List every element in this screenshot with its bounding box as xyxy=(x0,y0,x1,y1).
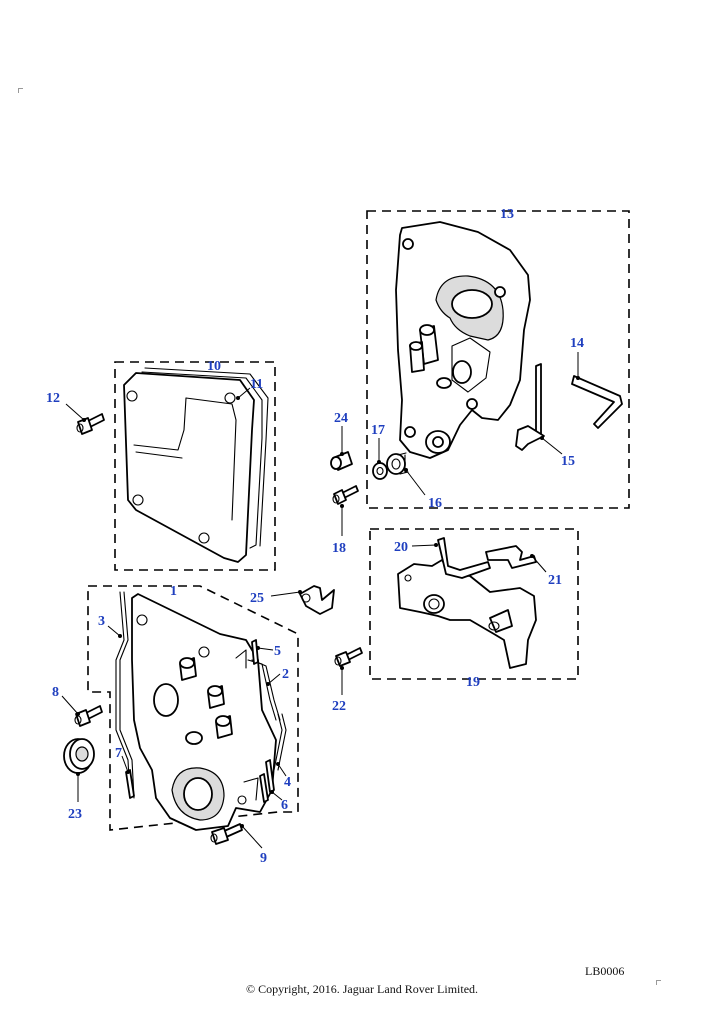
pin-part-15[interactable] xyxy=(515,363,545,451)
pulley-part-23[interactable] xyxy=(63,738,95,774)
callout-4: 4 xyxy=(284,775,291,790)
callout-16: 16 xyxy=(428,496,442,511)
callout-13: 13 xyxy=(500,207,514,222)
copyright-notice: © Copyright, 2016. Jaguar Land Rover Lim… xyxy=(245,982,479,996)
callout-10: 10 xyxy=(207,359,221,374)
timing-housing-part-13[interactable] xyxy=(395,221,531,459)
callout-23: 23 xyxy=(68,807,82,822)
callout-2: 2 xyxy=(282,667,289,682)
callout-8: 8 xyxy=(52,685,59,700)
clip-part-21[interactable] xyxy=(485,545,537,569)
leader-lines xyxy=(61,352,580,849)
crop-mark-top-left xyxy=(18,88,23,93)
plug-part-24[interactable] xyxy=(330,451,353,471)
callout-21: 21 xyxy=(548,573,562,588)
tab-part-25[interactable] xyxy=(299,585,335,615)
callout-labels: 1 2 3 4 5 6 7 8 9 10 11 12 13 14 15 16 1… xyxy=(46,207,584,866)
callout-6: 6 xyxy=(281,798,288,813)
gasket-part-11[interactable] xyxy=(141,367,269,549)
callout-17: 17 xyxy=(371,423,385,438)
seal-part-16[interactable] xyxy=(386,452,409,475)
callout-3: 3 xyxy=(98,614,105,629)
gasket-part-3[interactable] xyxy=(115,591,135,799)
seal-part-17[interactable] xyxy=(372,462,388,480)
callout-20: 20 xyxy=(394,540,408,555)
bolt-part-22[interactable] xyxy=(334,647,363,667)
cover-plate-part-10[interactable] xyxy=(123,372,255,563)
callout-9: 9 xyxy=(260,851,267,866)
callout-18: 18 xyxy=(332,541,346,556)
callout-25: 25 xyxy=(250,591,264,606)
group-box-13 xyxy=(366,210,630,509)
callout-24: 24 xyxy=(334,411,348,426)
callout-7: 7 xyxy=(115,746,122,761)
bolt-part-9[interactable] xyxy=(210,823,243,845)
group-box-1 xyxy=(87,585,299,831)
callout-1: 1 xyxy=(170,584,177,599)
dowel-part-5[interactable] xyxy=(251,639,259,665)
callout-14: 14 xyxy=(570,336,584,351)
bolt-part-8[interactable] xyxy=(74,705,103,727)
diagram-reference-code: LB0006 xyxy=(585,964,625,978)
callout-22: 22 xyxy=(332,699,346,714)
callout-12: 12 xyxy=(46,391,60,406)
callout-5: 5 xyxy=(274,644,281,659)
link-rod-part-20[interactable] xyxy=(437,537,491,579)
group-box-10 xyxy=(114,361,276,571)
key-part-14[interactable] xyxy=(571,375,623,429)
bolt-part-18[interactable] xyxy=(332,485,359,505)
callout-19: 19 xyxy=(466,675,480,690)
callout-11: 11 xyxy=(250,377,263,392)
callout-15: 15 xyxy=(561,454,575,469)
front-cover-part-1[interactable] xyxy=(131,593,277,831)
dowel-part-6[interactable] xyxy=(259,759,275,803)
crop-mark-bottom-right xyxy=(656,980,661,985)
seal-strip-part-4[interactable] xyxy=(273,713,287,771)
